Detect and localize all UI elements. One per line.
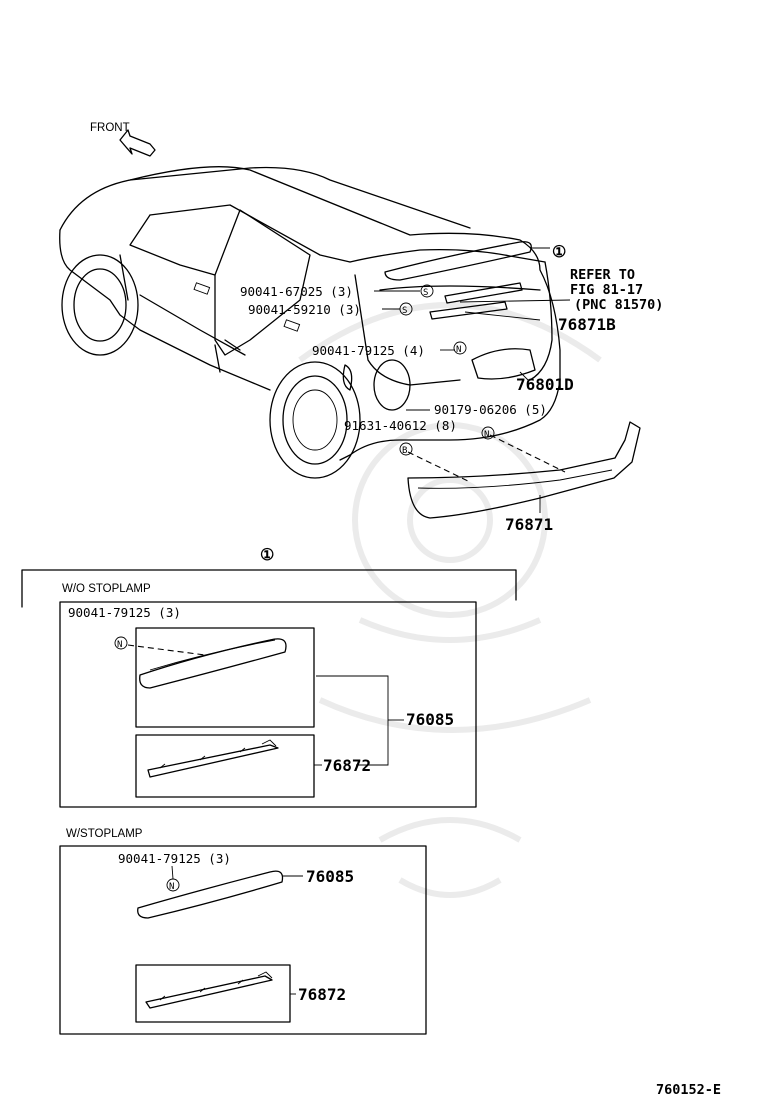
- rear-bumper-spoiler-part: [407, 421, 641, 519]
- rear-spoiler-part: [384, 241, 532, 281]
- part-number-76801D: 76801D: [516, 375, 574, 394]
- wo-spoiler-part-number: 76085: [406, 710, 454, 729]
- wo-bracket-part-number: 76872: [323, 756, 371, 775]
- w-spoiler-part-number: 76085: [306, 867, 354, 886]
- fastener-s-symbol: S: [399, 302, 413, 316]
- detail-group-bracket: [21, 569, 517, 608]
- svg-text:N: N: [456, 345, 461, 355]
- upper-garnish-part: [444, 282, 523, 304]
- refer-note-line3: (PNC 81570): [574, 297, 663, 313]
- svg-text:N: N: [117, 640, 122, 650]
- car-body: [59, 166, 561, 461]
- svg-text:N: N: [484, 430, 489, 440]
- fastener-n-symbol: N: [481, 426, 495, 440]
- w-clip-part-number: 90041-79125 (3): [118, 851, 231, 866]
- w-bracket-part: [145, 975, 273, 1009]
- part-number-90041-59210: 90041-59210 (3): [248, 302, 361, 317]
- wo-clip-part-number: 90041-79125 (3): [68, 605, 181, 620]
- front-wheel: [61, 254, 139, 356]
- rear-wheel: [269, 361, 361, 479]
- fastener-n-symbol: N: [114, 636, 128, 650]
- w-bracket-part-number: 76872: [298, 985, 346, 1004]
- wo-spoiler-inner-box: [135, 627, 315, 728]
- fastener-n-symbol: N: [453, 341, 467, 355]
- svg-text:N: N: [169, 882, 174, 892]
- wo-spoiler-part: [139, 638, 287, 689]
- part-number-90179-06206: 90179-06206 (5): [434, 402, 547, 417]
- lower-garnish-part: [429, 301, 508, 320]
- refer-note-line2: FIG 81-17: [570, 282, 643, 298]
- part-number-76871: 76871: [505, 515, 553, 534]
- part-number-76871B: 76871B: [558, 315, 616, 334]
- part-number-90041-67025: 90041-67025 (3): [240, 284, 353, 299]
- front-arrow-icon: [119, 129, 156, 157]
- figure-code: 760152-E: [656, 1082, 721, 1098]
- wo-bracket-part: [147, 744, 279, 778]
- w-stoplamp-header: W/STOPLAMP: [66, 828, 143, 840]
- wo-stoplamp-box: [59, 601, 477, 808]
- part-number-90041-79125: 90041-79125 (4): [312, 343, 425, 358]
- svg-text:S: S: [423, 288, 428, 298]
- detail-reference-circle: ①: [552, 242, 566, 261]
- wo-stoplamp-header: W/O STOPLAMP: [62, 583, 151, 595]
- part-number-91631-40612: 91631-40612 (8): [344, 418, 457, 433]
- svg-text:S: S: [402, 306, 407, 316]
- w-spoiler-part: [137, 870, 284, 919]
- fastener-b-symbol: B: [399, 442, 413, 456]
- refer-note-line1: REFER TO: [570, 267, 635, 283]
- detail-title-circle: ①: [260, 545, 274, 564]
- watermark-logo: [298, 302, 602, 898]
- w-stoplamp-box: [59, 845, 427, 1035]
- wo-bracket-inner-box: [135, 734, 315, 798]
- fastener-n-symbol: N: [166, 878, 180, 892]
- w-bracket-inner-box: [135, 964, 291, 1023]
- license-garnish-part: [471, 348, 536, 380]
- fastener-s-symbol: S: [420, 284, 434, 298]
- svg-text:B: B: [402, 446, 407, 456]
- front-label: FRONT: [90, 122, 130, 134]
